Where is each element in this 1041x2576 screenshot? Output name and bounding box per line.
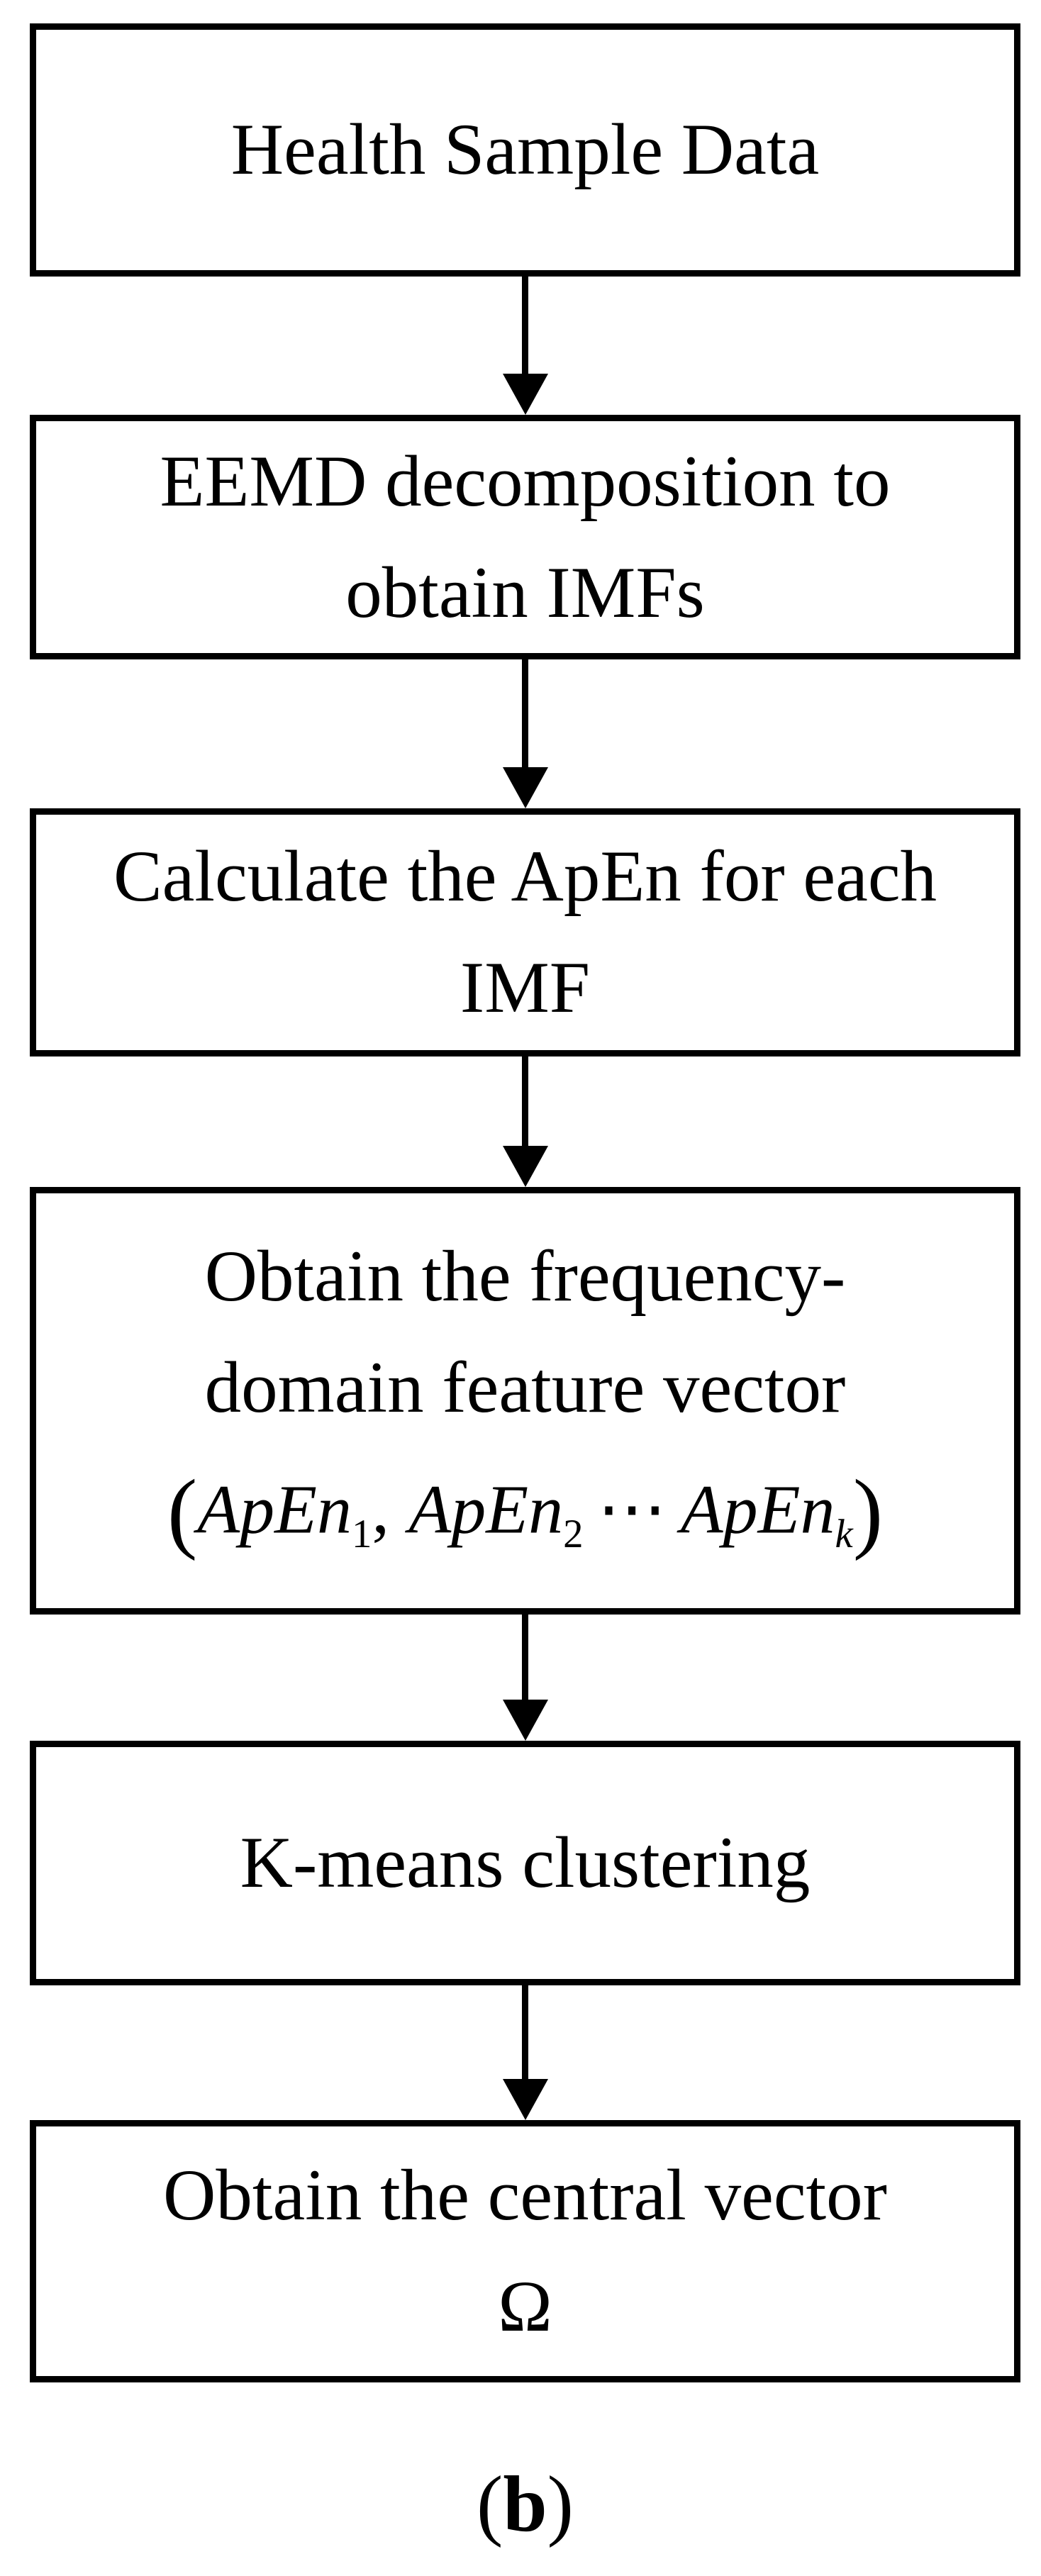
arrow-down-icon <box>30 1985 1020 2120</box>
flow-box-health-sample-data: Health Sample Data <box>30 23 1020 277</box>
arrow-head <box>502 374 548 415</box>
math-term: ApEn <box>197 1471 352 1549</box>
arrow-head <box>502 2079 548 2120</box>
arrow-head <box>502 1146 548 1187</box>
flow-box-frequency-domain-feature-vector: Obtain the frequency- domain feature vec… <box>30 1187 1020 1615</box>
arrow-down-icon <box>30 277 1020 415</box>
math-ellipsis: ⋯ <box>597 1471 667 1549</box>
box-line: EEMD decomposition to <box>160 440 891 522</box>
arrow-head <box>502 767 548 808</box>
box-line: Obtain the central vector <box>163 2155 887 2236</box>
box-line: Health Sample Data <box>230 109 820 191</box>
omega-symbol: Ω <box>498 2266 552 2347</box>
box-line: Obtain the frequency- <box>204 1236 846 1317</box>
box-line: Calculate the ApEn for each <box>113 836 937 918</box>
math-subscript: 2 <box>563 1512 584 1557</box>
math-term: ApEn <box>408 1471 564 1549</box>
figure-label: (b) <box>30 2459 1020 2550</box>
close-paren: ) <box>852 1461 884 1562</box>
caption-close-paren: ) <box>547 2460 574 2548</box>
arrow-down-icon <box>30 1056 1020 1187</box>
open-paren: ( <box>167 1461 198 1562</box>
math-subscript: k <box>835 1512 853 1557</box>
arrow-stem <box>522 277 528 374</box>
math-term: ApEn <box>680 1471 835 1549</box>
arrow-head <box>502 1700 548 1741</box>
flow-box-k-means-clustering: K-means clustering <box>30 1741 1020 1985</box>
box-line: K-means clustering <box>240 1822 811 1904</box>
flow-box-calculate-apen: Calculate the ApEn for each IMF <box>30 808 1020 1056</box>
arrow-stem <box>522 1056 528 1146</box>
arrow-stem <box>522 1985 528 2079</box>
feature-vector-formula: (ApEn1,ApEn2⋯ApEnk) <box>167 1443 883 1580</box>
flow-box-eemd-decomposition: EEMD decomposition to obtain IMFs <box>30 415 1020 659</box>
math-comma: , <box>372 1471 389 1549</box>
box-line: obtain IMFs <box>345 552 705 633</box>
arrow-down-icon <box>30 659 1020 808</box>
caption-open-paren: ( <box>477 2460 503 2548</box>
flow-box-central-vector: Obtain the central vector Ω <box>30 2120 1020 2382</box>
box-line: IMF <box>460 947 591 1028</box>
arrow-stem <box>522 1615 528 1700</box>
box-line: domain feature vector <box>204 1346 846 1428</box>
caption-letter: b <box>503 2460 547 2548</box>
arrow-down-icon <box>30 1615 1020 1741</box>
math-subscript: 1 <box>352 1512 372 1557</box>
arrow-stem <box>522 659 528 767</box>
